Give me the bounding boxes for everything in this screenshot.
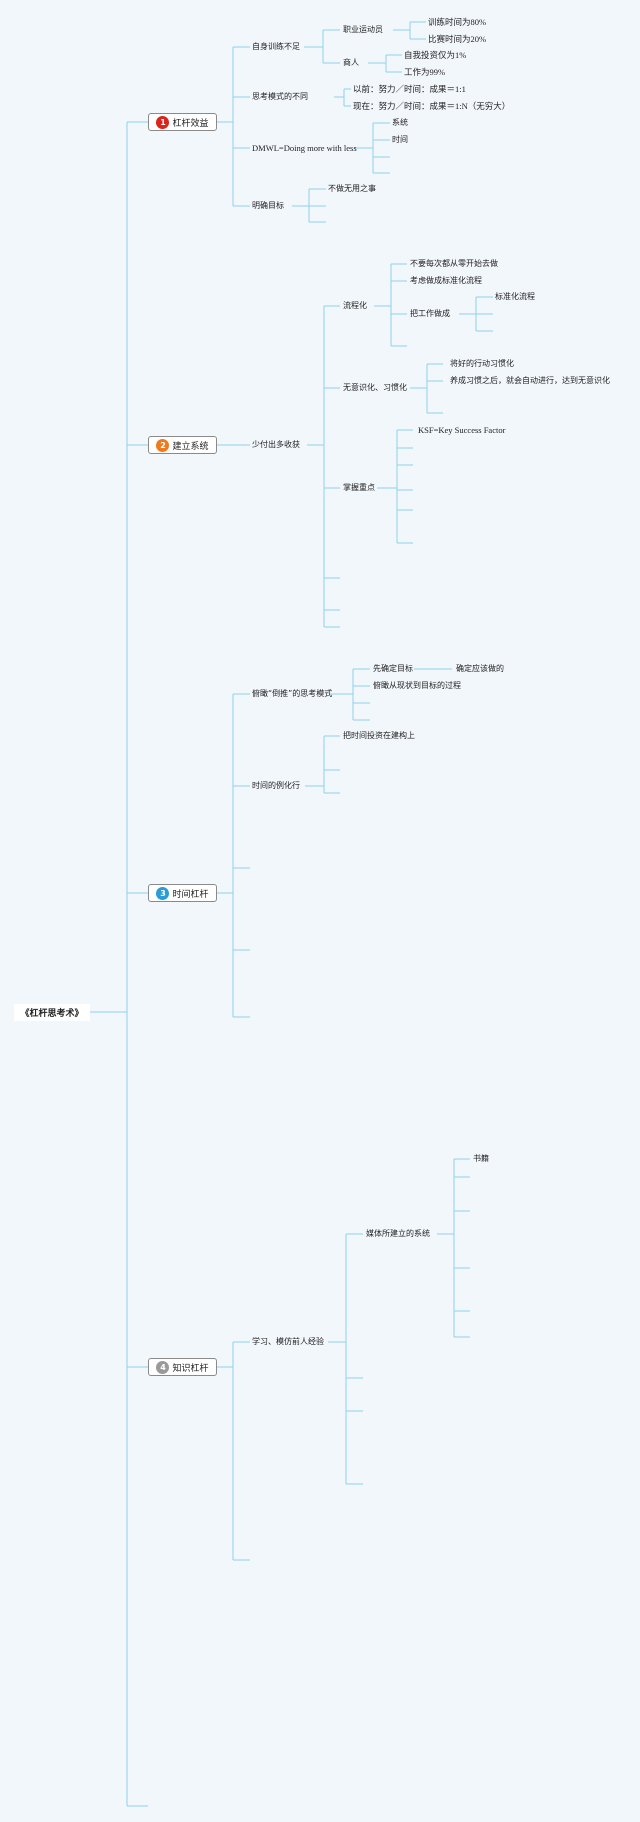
topic-process[interactable]: 流程化 bbox=[343, 301, 367, 310]
leaf-standardize[interactable]: 考虑做成标准化流程 bbox=[410, 276, 482, 285]
leaf-invest-build[interactable]: 把时间投资在建构上 bbox=[343, 731, 415, 740]
topic-key-points[interactable]: 掌握重点 bbox=[343, 483, 375, 492]
branch-label: 知识杠杆 bbox=[172, 1363, 209, 1374]
topic-self-training[interactable]: 自身训练不足 bbox=[252, 42, 300, 51]
branch-number-badge: 4 bbox=[156, 1360, 170, 1374]
leaf-no-useless[interactable]: 不做无用之事 bbox=[328, 184, 376, 193]
leaf-books[interactable]: 书籍 bbox=[473, 1154, 489, 1163]
branch-label: 时间杠杆 bbox=[172, 889, 209, 900]
leaf-what-to-do[interactable]: 确定应该做的 bbox=[456, 664, 504, 673]
topic-less-effort[interactable]: 少付出多收获 bbox=[252, 440, 300, 449]
branch-number-badge: 3 bbox=[156, 886, 170, 900]
leaf-training-time[interactable]: 训练时间为80% bbox=[428, 17, 487, 27]
topic-businessman[interactable]: 商人 bbox=[343, 58, 359, 67]
leaf-standard-process[interactable]: 标准化流程 bbox=[495, 292, 535, 301]
topic-habit[interactable]: 无意识化、习惯化 bbox=[343, 383, 407, 392]
leaf-good-habit[interactable]: 将好的行动习惯化 bbox=[450, 359, 514, 368]
topic-dmwl[interactable]: DMWL=Doing more with less bbox=[252, 143, 357, 153]
topic-media-system[interactable]: 媒体所建立的系统 bbox=[366, 1229, 430, 1238]
leaf-self-invest[interactable]: 自我投资仅为1% bbox=[404, 50, 467, 60]
leaf-ksf[interactable]: KSF=Key Success Factor bbox=[418, 425, 506, 435]
leaf-now[interactable]: 现在：努力／时间：成果＝1:N（无穷大） bbox=[353, 101, 511, 111]
leaf-time[interactable]: 时间 bbox=[392, 135, 408, 144]
topic-thinking-mode[interactable]: 思考模式的不同 bbox=[252, 92, 308, 101]
leaf-system[interactable]: 系统 bbox=[392, 118, 408, 127]
branch-label: 建立系统 bbox=[172, 441, 209, 452]
topic-set-goal[interactable]: 先确定目标 bbox=[373, 664, 413, 673]
topic-make-work[interactable]: 把工作做成 bbox=[410, 309, 450, 318]
root-topic[interactable]: 《杠杆思考术》 bbox=[14, 1004, 90, 1021]
leaf-match-time[interactable]: 比赛时间为20% bbox=[428, 34, 487, 44]
branch-number-badge: 2 bbox=[156, 438, 170, 452]
leaf-overview-process[interactable]: 俯瞰从现状到目标的过程 bbox=[373, 681, 461, 690]
leaf-before[interactable]: 以前：努力／时间：成果＝1:1 bbox=[353, 84, 466, 94]
topic-learn-predecessors[interactable]: 学习、模仿前人经验 bbox=[252, 1337, 324, 1346]
leaf-work[interactable]: 工作为99% bbox=[404, 67, 446, 77]
branch-label: 杠杆效益 bbox=[172, 118, 209, 129]
leaf-not-from-zero[interactable]: 不要每次都从零开始去做 bbox=[410, 259, 498, 268]
topic-clear-goal[interactable]: 明确目标 bbox=[252, 201, 284, 210]
topic-backward-thinking[interactable]: 俯瞰“倒推”的思考模式 bbox=[252, 689, 333, 698]
leaf-auto[interactable]: 养成习惯之后，就会自动进行，达到无意识化 bbox=[450, 376, 610, 385]
topic-time-routine[interactable]: 时间的例化行 bbox=[252, 781, 300, 790]
branch-number-badge: 1 bbox=[156, 115, 170, 129]
topic-athlete[interactable]: 职业运动员 bbox=[343, 25, 383, 34]
